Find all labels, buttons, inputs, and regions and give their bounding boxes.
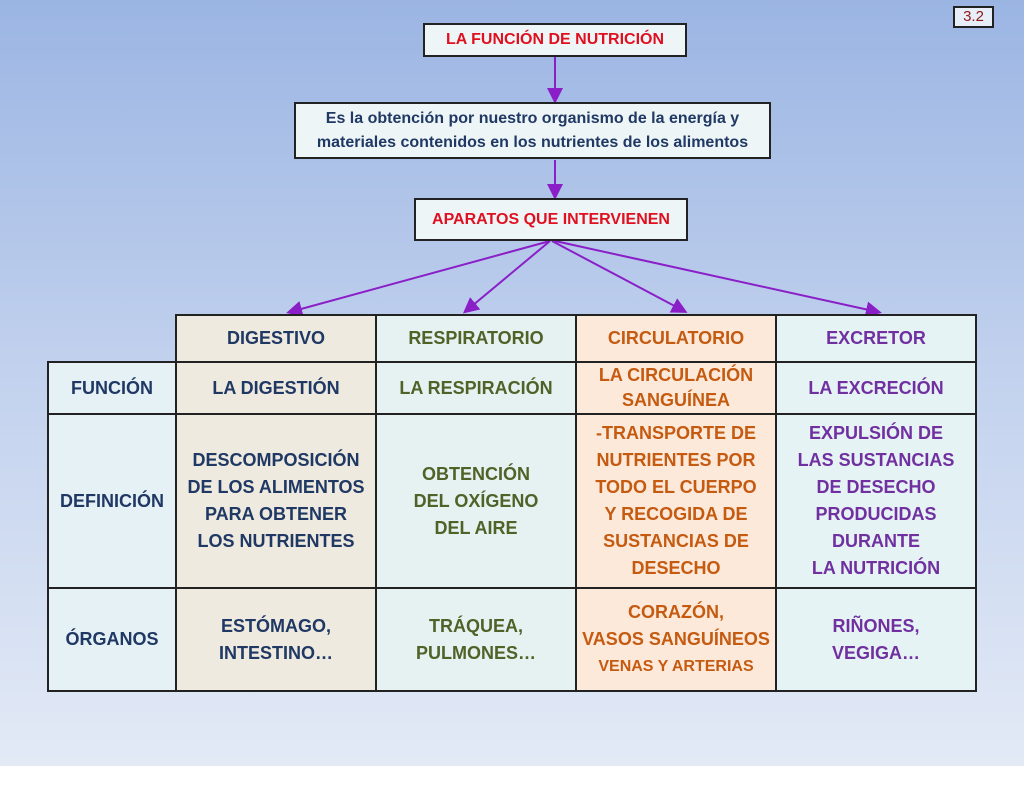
row-label: ÓRGANOS	[47, 587, 177, 692]
table-row: DEFINICIÓN DESCOMPOSICIÓN DE LOS ALIMENT…	[47, 413, 977, 589]
subtitle-box: APARATOS QUE INTERVIENEN	[414, 198, 688, 241]
table-cell: EXPULSIÓN DE LAS SUSTANCIAS DE DESECHO P…	[775, 413, 977, 589]
row-label: FUNCIÓN	[47, 361, 177, 415]
table-header-row: DIGESTIVO RESPIRATORIO CIRCULATORIO EXCR…	[48, 314, 977, 363]
slide: 3.2 LA FUNCIÓN DE NUTRICIÓN Es la obtenc…	[0, 0, 1024, 766]
arrow	[551, 240, 688, 313]
table-cell: DESCOMPOSICIÓN DE LOS ALIMENTOS PARA OBT…	[175, 413, 377, 589]
header-circulatorio: CIRCULATORIO	[575, 314, 777, 363]
organs-main: CORAZÓN, VASOS SANGUÍNEOS	[582, 602, 770, 649]
arrow	[554, 240, 882, 318]
slide-number: 3.2	[953, 6, 994, 28]
table-row: FUNCIÓN LA DIGESTIÓN LA RESPIRACIÓN LA C…	[47, 361, 977, 415]
organs-extra: VENAS Y ARTERIAS	[598, 658, 754, 675]
table-cell: OBTENCIÓN DEL OXÍGENO DEL AIRE	[375, 413, 577, 589]
connector-arrows	[286, 56, 882, 318]
table-cell: LA CIRCULACIÓN SANGUÍNEA	[575, 361, 777, 415]
header-digestivo: DIGESTIVO	[175, 314, 377, 363]
table-row: ÓRGANOS ESTÓMAGO, INTESTINO… TRÁQUEA, PU…	[47, 587, 977, 692]
arrow	[462, 240, 551, 314]
arrow	[286, 240, 551, 317]
table-cell: LA EXCRECIÓN	[775, 361, 977, 415]
table-cell: CORAZÓN, VASOS SANGUÍNEOS VENAS Y ARTERIA…	[575, 587, 777, 692]
table-cell: -TRANSPORTE DE NUTRIENTES POR TODO EL CU…	[575, 413, 777, 589]
table-cell: RIÑONES, VEGIGA…	[775, 587, 977, 692]
table-cell: TRÁQUEA, PULMONES…	[375, 587, 577, 692]
header-excretor: EXCRETOR	[775, 314, 977, 363]
row-label: DEFINICIÓN	[47, 413, 177, 589]
table-cell: ESTÓMAGO, INTESTINO…	[175, 587, 377, 692]
table-cell: LA DIGESTIÓN	[175, 361, 377, 415]
table-cell: LA RESPIRACIÓN	[375, 361, 577, 415]
title-box: LA FUNCIÓN DE NUTRICIÓN	[423, 23, 687, 57]
systems-table: DIGESTIVO RESPIRATORIO CIRCULATORIO EXCR…	[47, 314, 977, 692]
header-respiratorio: RESPIRATORIO	[375, 314, 577, 363]
definition-box: Es la obtención por nuestro organismo de…	[294, 102, 771, 159]
